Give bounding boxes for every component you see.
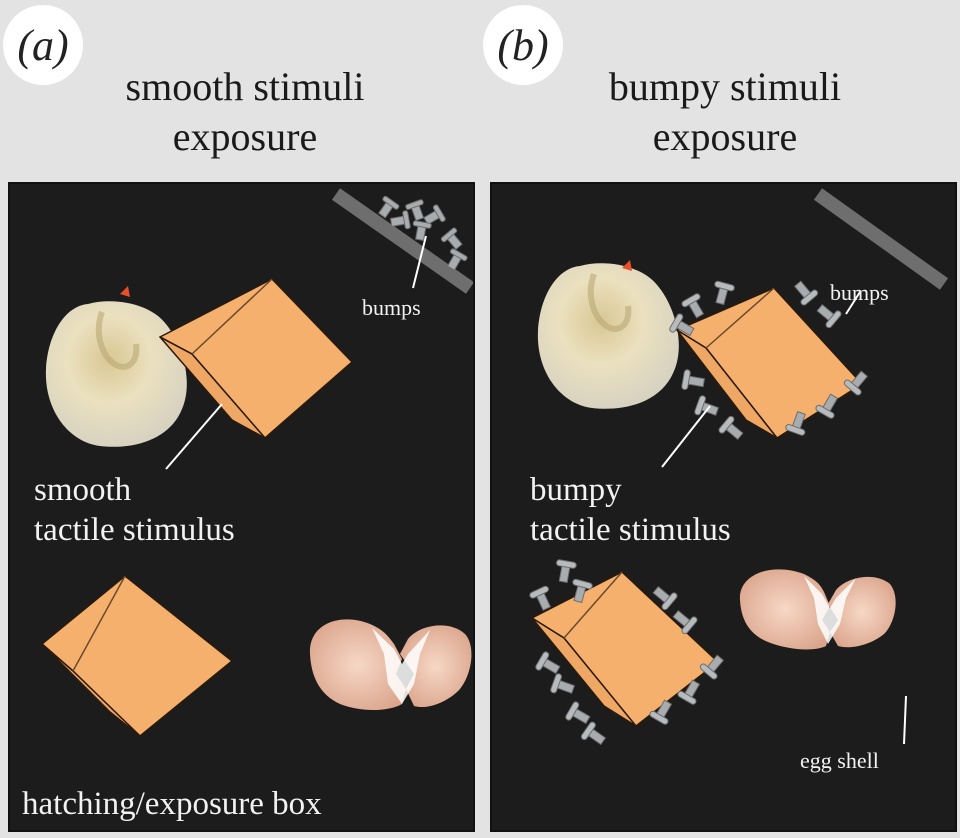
egg-shell-b: [739, 569, 896, 650]
scene-a: [41, 188, 473, 737]
hatching-box-label: hatching/exposure box: [22, 786, 322, 822]
chick-b: [537, 260, 679, 409]
panel-b-title-line2: exposure: [652, 114, 798, 159]
hatching-box-a: bumps smooth tactile stimulus hatching/e…: [8, 182, 475, 832]
stimulus-pointer-b: [661, 405, 711, 468]
egg-pointer-b: [903, 695, 907, 745]
smooth-cube-a-top: [159, 278, 353, 439]
panel-a-title-line1: smooth stimuli: [125, 64, 365, 109]
stimulus-label-b-line1: bumpy: [530, 472, 622, 508]
chick-a: [45, 286, 187, 447]
panel-a-label: (a): [3, 5, 83, 85]
bumps-label-a: bumps: [362, 295, 421, 320]
stimulus-pointer-a: [165, 403, 223, 470]
panel-b-label: (b): [483, 5, 563, 85]
stimulus-label-b: bumpy tactile stimulus: [530, 470, 731, 550]
stimulus-label-a-line2: tactile stimulus: [34, 512, 235, 548]
hatching-box-b: bumps bumpy tactile stimulus egg shell: [490, 182, 957, 832]
stimulus-label-b-line2: tactile stimulus: [530, 512, 731, 548]
panel-a-label-text: (a): [17, 20, 69, 70]
smooth-cube-a-bottom: [41, 575, 233, 737]
bumpy-cube-b-bottom: [531, 571, 719, 727]
stimulus-label-a: smooth tactile stimulus: [34, 470, 235, 550]
panel-b-title: bumpy stimuli exposure: [560, 62, 890, 162]
bumps-pointer-a: [412, 235, 427, 289]
bump-cluster-a: [377, 195, 468, 271]
bump-bar-a: [331, 188, 473, 294]
panel-a-title: smooth stimuli exposure: [80, 62, 410, 162]
bumps-label-b: bumps: [830, 280, 889, 305]
scene-b: [528, 188, 949, 750]
panel-b-label-text: (b): [497, 20, 549, 70]
bump-bar-b: [813, 188, 949, 290]
bumps-pointer-b: [845, 291, 861, 315]
egg-shell-label: egg shell: [800, 748, 879, 773]
egg-shell-a: [309, 619, 472, 710]
stimulus-label-a-line1: smooth: [34, 472, 132, 508]
panel-a-title-line2: exposure: [172, 114, 318, 159]
panel-b-title-line1: bumpy stimuli: [608, 64, 842, 109]
